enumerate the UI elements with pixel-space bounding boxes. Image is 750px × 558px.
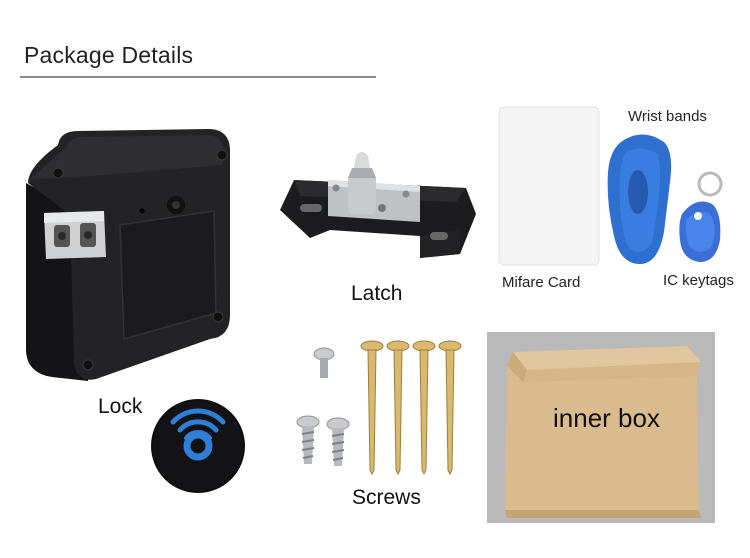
screws-label: Screws: [352, 486, 421, 509]
rfid-disc-image: [151, 399, 245, 493]
page-title: Package Details: [24, 42, 194, 68]
lock-label: Lock: [98, 395, 143, 418]
latch-image: [280, 152, 476, 258]
latch-label: Latch: [351, 282, 403, 305]
lock-image: [26, 129, 230, 381]
screws-image: [296, 340, 462, 476]
mifare-card-label: Mifare Card: [502, 274, 581, 291]
inner-box-image: [505, 346, 701, 518]
ic-keytags-label: IC keytags: [663, 272, 734, 289]
wrist-band-image: [607, 134, 672, 264]
wrist-bands-label: Wrist bands: [628, 108, 707, 125]
ic-keytag-image: [679, 171, 723, 262]
title-underline: [20, 76, 376, 78]
mifare-card-image: [498, 106, 600, 266]
inner-box-label: inner box: [553, 403, 660, 433]
